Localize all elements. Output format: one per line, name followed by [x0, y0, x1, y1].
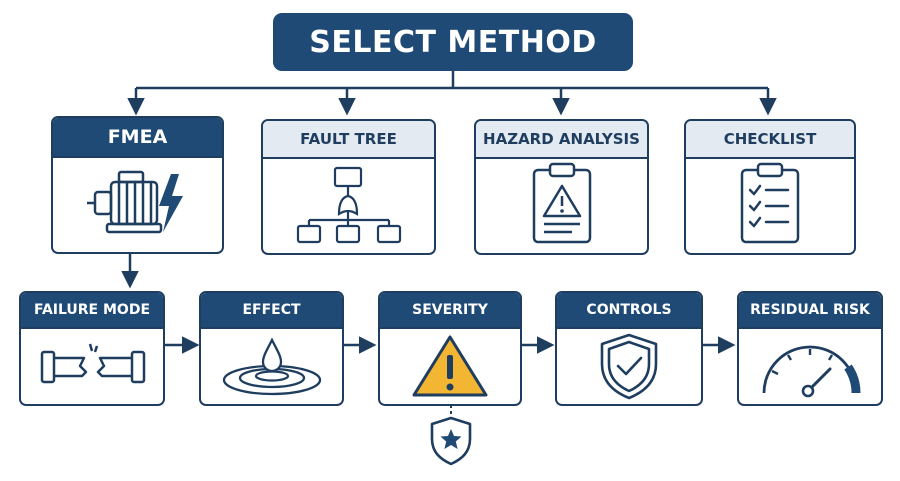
checklist-icon [740, 162, 800, 244]
method-label-hazard-analysis: HAZARD ANALYSIS [476, 121, 647, 159]
step-label-controls: CONTROLS [557, 293, 701, 329]
ripple-drop-icon [222, 336, 321, 395]
hazard-clipboard-icon [532, 162, 591, 244]
step-card-severity[interactable]: SEVERITY [378, 291, 522, 406]
method-label-fmea: FMEA [53, 118, 222, 158]
step-label-severity: SEVERITY [380, 293, 520, 329]
step-card-failure-mode[interactable]: FAILURE MODE [19, 291, 165, 406]
step-card-controls[interactable]: CONTROLS [555, 291, 703, 406]
gauge-icon [762, 345, 861, 397]
motor-bolt-icon [86, 170, 183, 234]
step-label-failure-mode: FAILURE MODE [21, 293, 163, 329]
method-card-fmea[interactable]: FMEA [51, 116, 224, 254]
step-card-effect[interactable]: EFFECT [199, 291, 344, 406]
method-label-fault-tree: FAULT TREE [263, 121, 434, 159]
select-method-box: SELECT METHOD [273, 13, 633, 71]
shield-check-icon [600, 333, 658, 399]
method-label-checklist: CHECKLIST [686, 121, 854, 159]
fault-tree-icon [296, 166, 401, 244]
step-card-residual-risk[interactable]: RESIDUAL RISK [737, 291, 883, 406]
step-label-effect: EFFECT [201, 293, 342, 329]
method-card-hazard-analysis[interactable]: HAZARD ANALYSIS [474, 119, 649, 255]
method-card-fault-tree[interactable]: FAULT TREE [261, 119, 436, 255]
method-card-checklist[interactable]: CHECKLIST [684, 119, 856, 255]
step-label-residual-risk: RESIDUAL RISK [739, 293, 881, 329]
shield-star-icon [430, 416, 472, 466]
broken-pipe-icon [40, 343, 146, 383]
warning-triangle-icon [412, 335, 488, 396]
